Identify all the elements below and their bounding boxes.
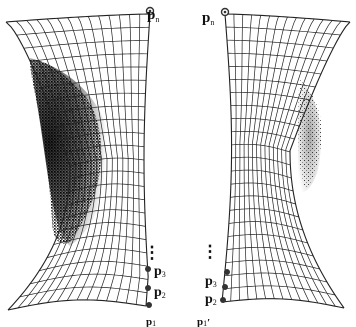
mesh-column-line <box>272 18 315 302</box>
left-point-p1 <box>146 302 152 308</box>
left-label-pn: pn <box>147 7 159 24</box>
right-point-p1 <box>220 297 226 303</box>
mesh-column-line <box>277 19 324 304</box>
right-label-pn: pn <box>202 10 214 27</box>
mesh-column-line <box>5 21 71 311</box>
mesh-column-line <box>247 15 262 300</box>
mesh-column-line <box>86 16 113 301</box>
mesh-column-line <box>96 15 118 301</box>
mesh-column-line <box>106 15 124 301</box>
left-point-p2 <box>145 285 151 291</box>
mesh-column-line <box>221 13 233 303</box>
left-mesh-grid <box>5 13 151 311</box>
mesh-column-line <box>243 14 253 300</box>
left-label-p2: p2 <box>154 285 166 300</box>
left-label-p3: p3 <box>154 264 166 279</box>
right-label-p1: p1′ <box>197 316 210 327</box>
mesh-column-line <box>143 13 151 307</box>
left-label-p1: p1 <box>146 316 156 327</box>
mesh-column-line <box>66 17 103 301</box>
left-point-pn <box>145 6 155 16</box>
left-ellipsis: ⋮ <box>144 243 161 262</box>
mesh-column-line <box>76 16 108 301</box>
mesh-column-line <box>116 14 129 302</box>
mesh-column-line <box>238 14 244 301</box>
right-point-p2 <box>222 284 228 290</box>
mesh-column-line <box>268 18 306 301</box>
mesh-column-line <box>26 20 81 307</box>
mesh-column-line <box>264 17 297 300</box>
mesh-row-line <box>224 13 351 23</box>
mesh-column-line <box>260 16 288 300</box>
mesh-column-line <box>230 14 237 302</box>
mesh-column-line <box>289 21 351 309</box>
mesh-column-line <box>135 14 141 305</box>
right-label-p3: p3 <box>205 274 217 289</box>
right-point-p3 <box>224 269 230 275</box>
right-surface: ⋮ pn p3 p2 p1′ <box>197 7 351 327</box>
mesh-row-line <box>5 13 151 23</box>
right-shading <box>298 78 322 193</box>
right-label-p2: p2 <box>205 292 217 307</box>
right-mesh-grid <box>221 13 351 309</box>
mesh-column-line <box>285 20 342 307</box>
mesh-column-line <box>36 19 87 305</box>
right-ellipsis: ⋮ <box>202 242 219 261</box>
mesh-column-line <box>281 20 333 305</box>
mesh-column-line <box>16 20 76 309</box>
mesh-column-line <box>252 15 270 299</box>
mesh-column-line <box>56 18 97 302</box>
mesh-column-line <box>256 16 279 299</box>
left-surface: ⋮ pn p3 p2 p1 <box>5 6 166 327</box>
mesh-column-line <box>46 18 92 303</box>
left-point-p3 <box>145 266 151 272</box>
right-point-pn <box>220 7 230 17</box>
mesh-column-line <box>125 14 134 304</box>
